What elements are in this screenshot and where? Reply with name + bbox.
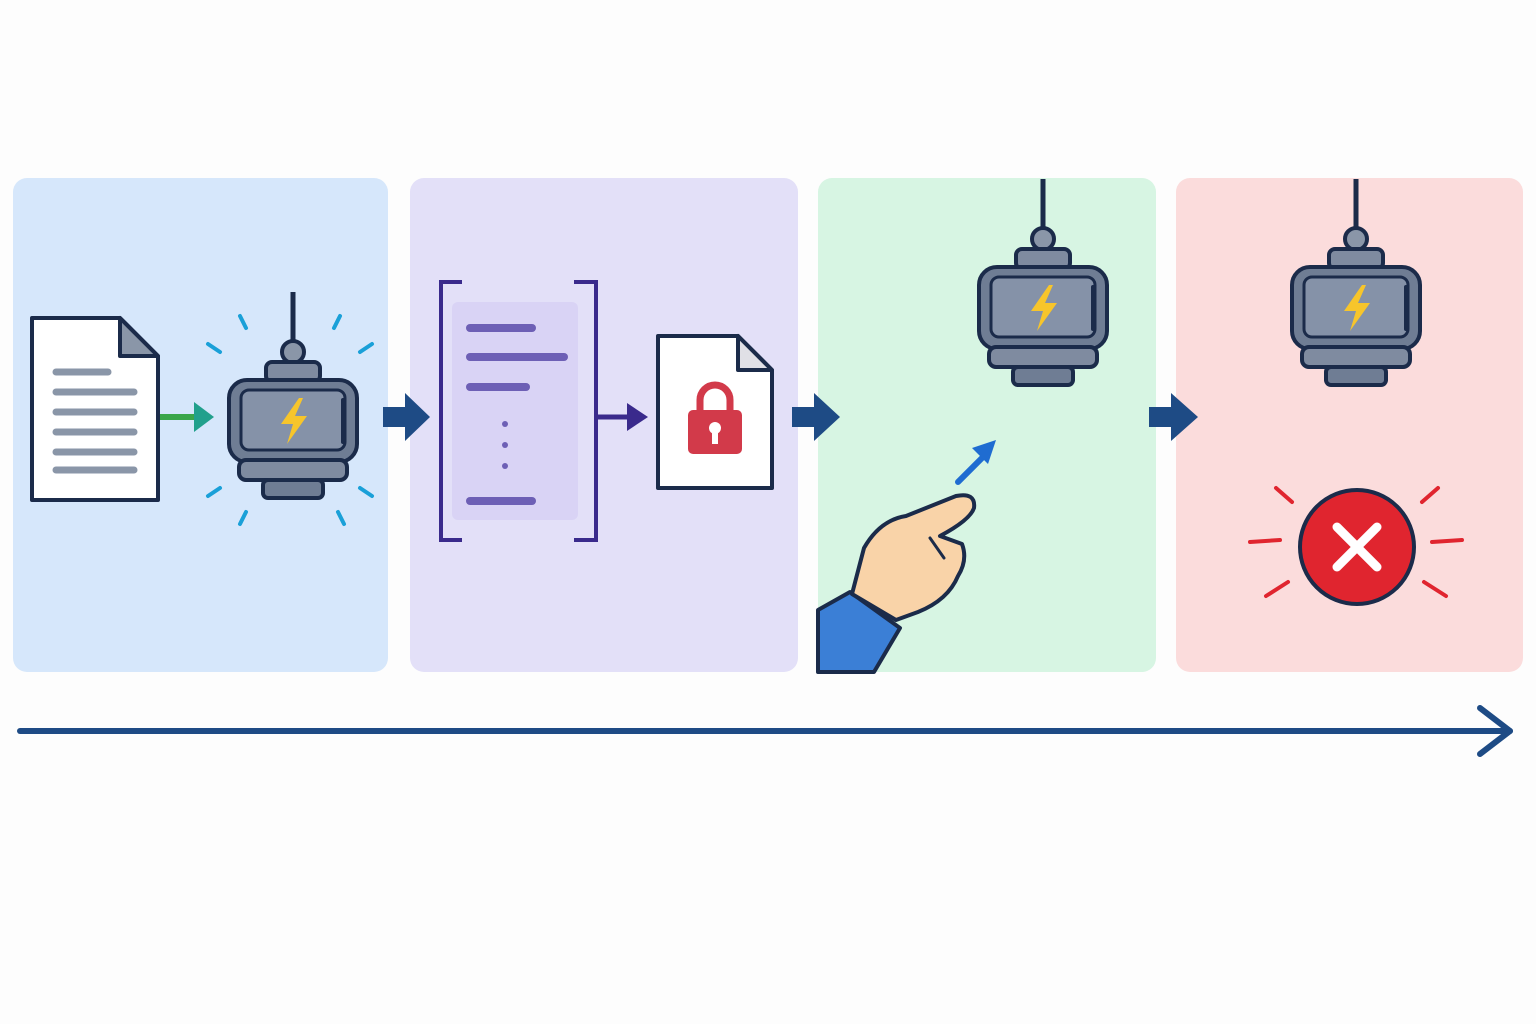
pointing-hand-icon	[816, 493, 977, 674]
step-arrow-icon	[1149, 393, 1198, 441]
document-icon	[30, 316, 160, 502]
spark-icon	[206, 314, 374, 526]
device-icon	[979, 179, 1107, 385]
device-icon	[1292, 179, 1420, 385]
lock-document-icon	[656, 334, 774, 490]
feed-arrow-icon	[160, 402, 214, 432]
step-arrow-icon	[792, 393, 840, 441]
error-x-icon	[1248, 486, 1464, 606]
step-arrow-icon	[383, 393, 430, 441]
timeline-arrow-icon	[17, 705, 1513, 757]
link-arrow-icon	[596, 403, 648, 431]
motion-arrow-icon	[955, 440, 996, 485]
bracket-list-icon	[439, 280, 598, 542]
